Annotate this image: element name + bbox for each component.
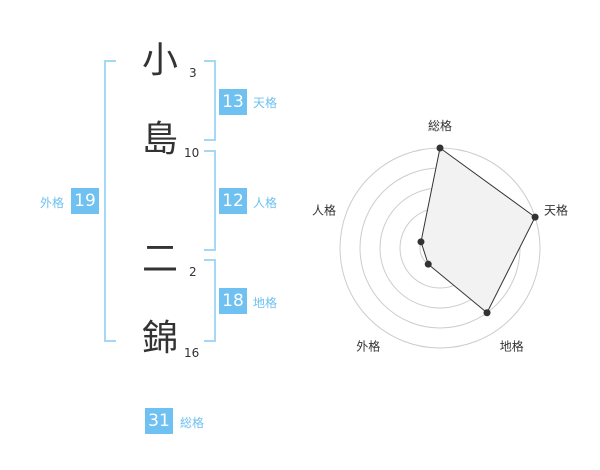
name-char-4: 錦 — [141, 318, 178, 359]
radar-point-2 — [483, 309, 491, 317]
gaikaku-label: 外格 — [40, 196, 65, 210]
radar-point-4 — [417, 238, 425, 246]
gaikaku-value: 19 — [71, 188, 99, 214]
jinkaku-value: 12 — [219, 188, 247, 214]
stroke-count-4: 16 — [184, 346, 200, 360]
radar-axis-label-3: 外格 — [356, 339, 380, 354]
tenkaku-label: 天格 — [253, 96, 278, 110]
stroke-count-2: 10 — [184, 146, 200, 160]
radar-point-3 — [424, 260, 432, 268]
stroke-count-1: 3 — [189, 66, 197, 80]
radar-axis-label-0: 総格 — [428, 118, 452, 133]
chikaku-bracket — [204, 259, 216, 342]
tenkaku-value: 13 — [219, 89, 247, 115]
chikaku-label: 地格 — [253, 296, 278, 310]
tenkaku-bracket — [204, 60, 216, 141]
jinkaku-label: 人格 — [253, 196, 278, 210]
radar-point-1 — [531, 213, 539, 221]
soukaku-value: 31 — [145, 408, 173, 434]
radar-point-0 — [436, 144, 444, 152]
radar-axis-label-2: 地格 — [500, 339, 524, 354]
name-char-1: 小 — [141, 40, 178, 81]
radar-axis-label-4: 人格 — [312, 202, 336, 217]
chikaku-value: 18 — [219, 288, 247, 314]
radar-area — [420, 147, 536, 314]
name-char-3: 二 — [141, 239, 178, 280]
stroke-count-3: 2 — [189, 265, 197, 279]
jinkaku-bracket — [204, 150, 216, 251]
name-char-2: 島 — [141, 119, 178, 160]
radar-axis-label-1: 天格 — [544, 202, 568, 217]
radar-points — [417, 144, 539, 317]
gaikaku-bracket — [104, 60, 116, 342]
soukaku-label: 総格 — [180, 416, 205, 430]
